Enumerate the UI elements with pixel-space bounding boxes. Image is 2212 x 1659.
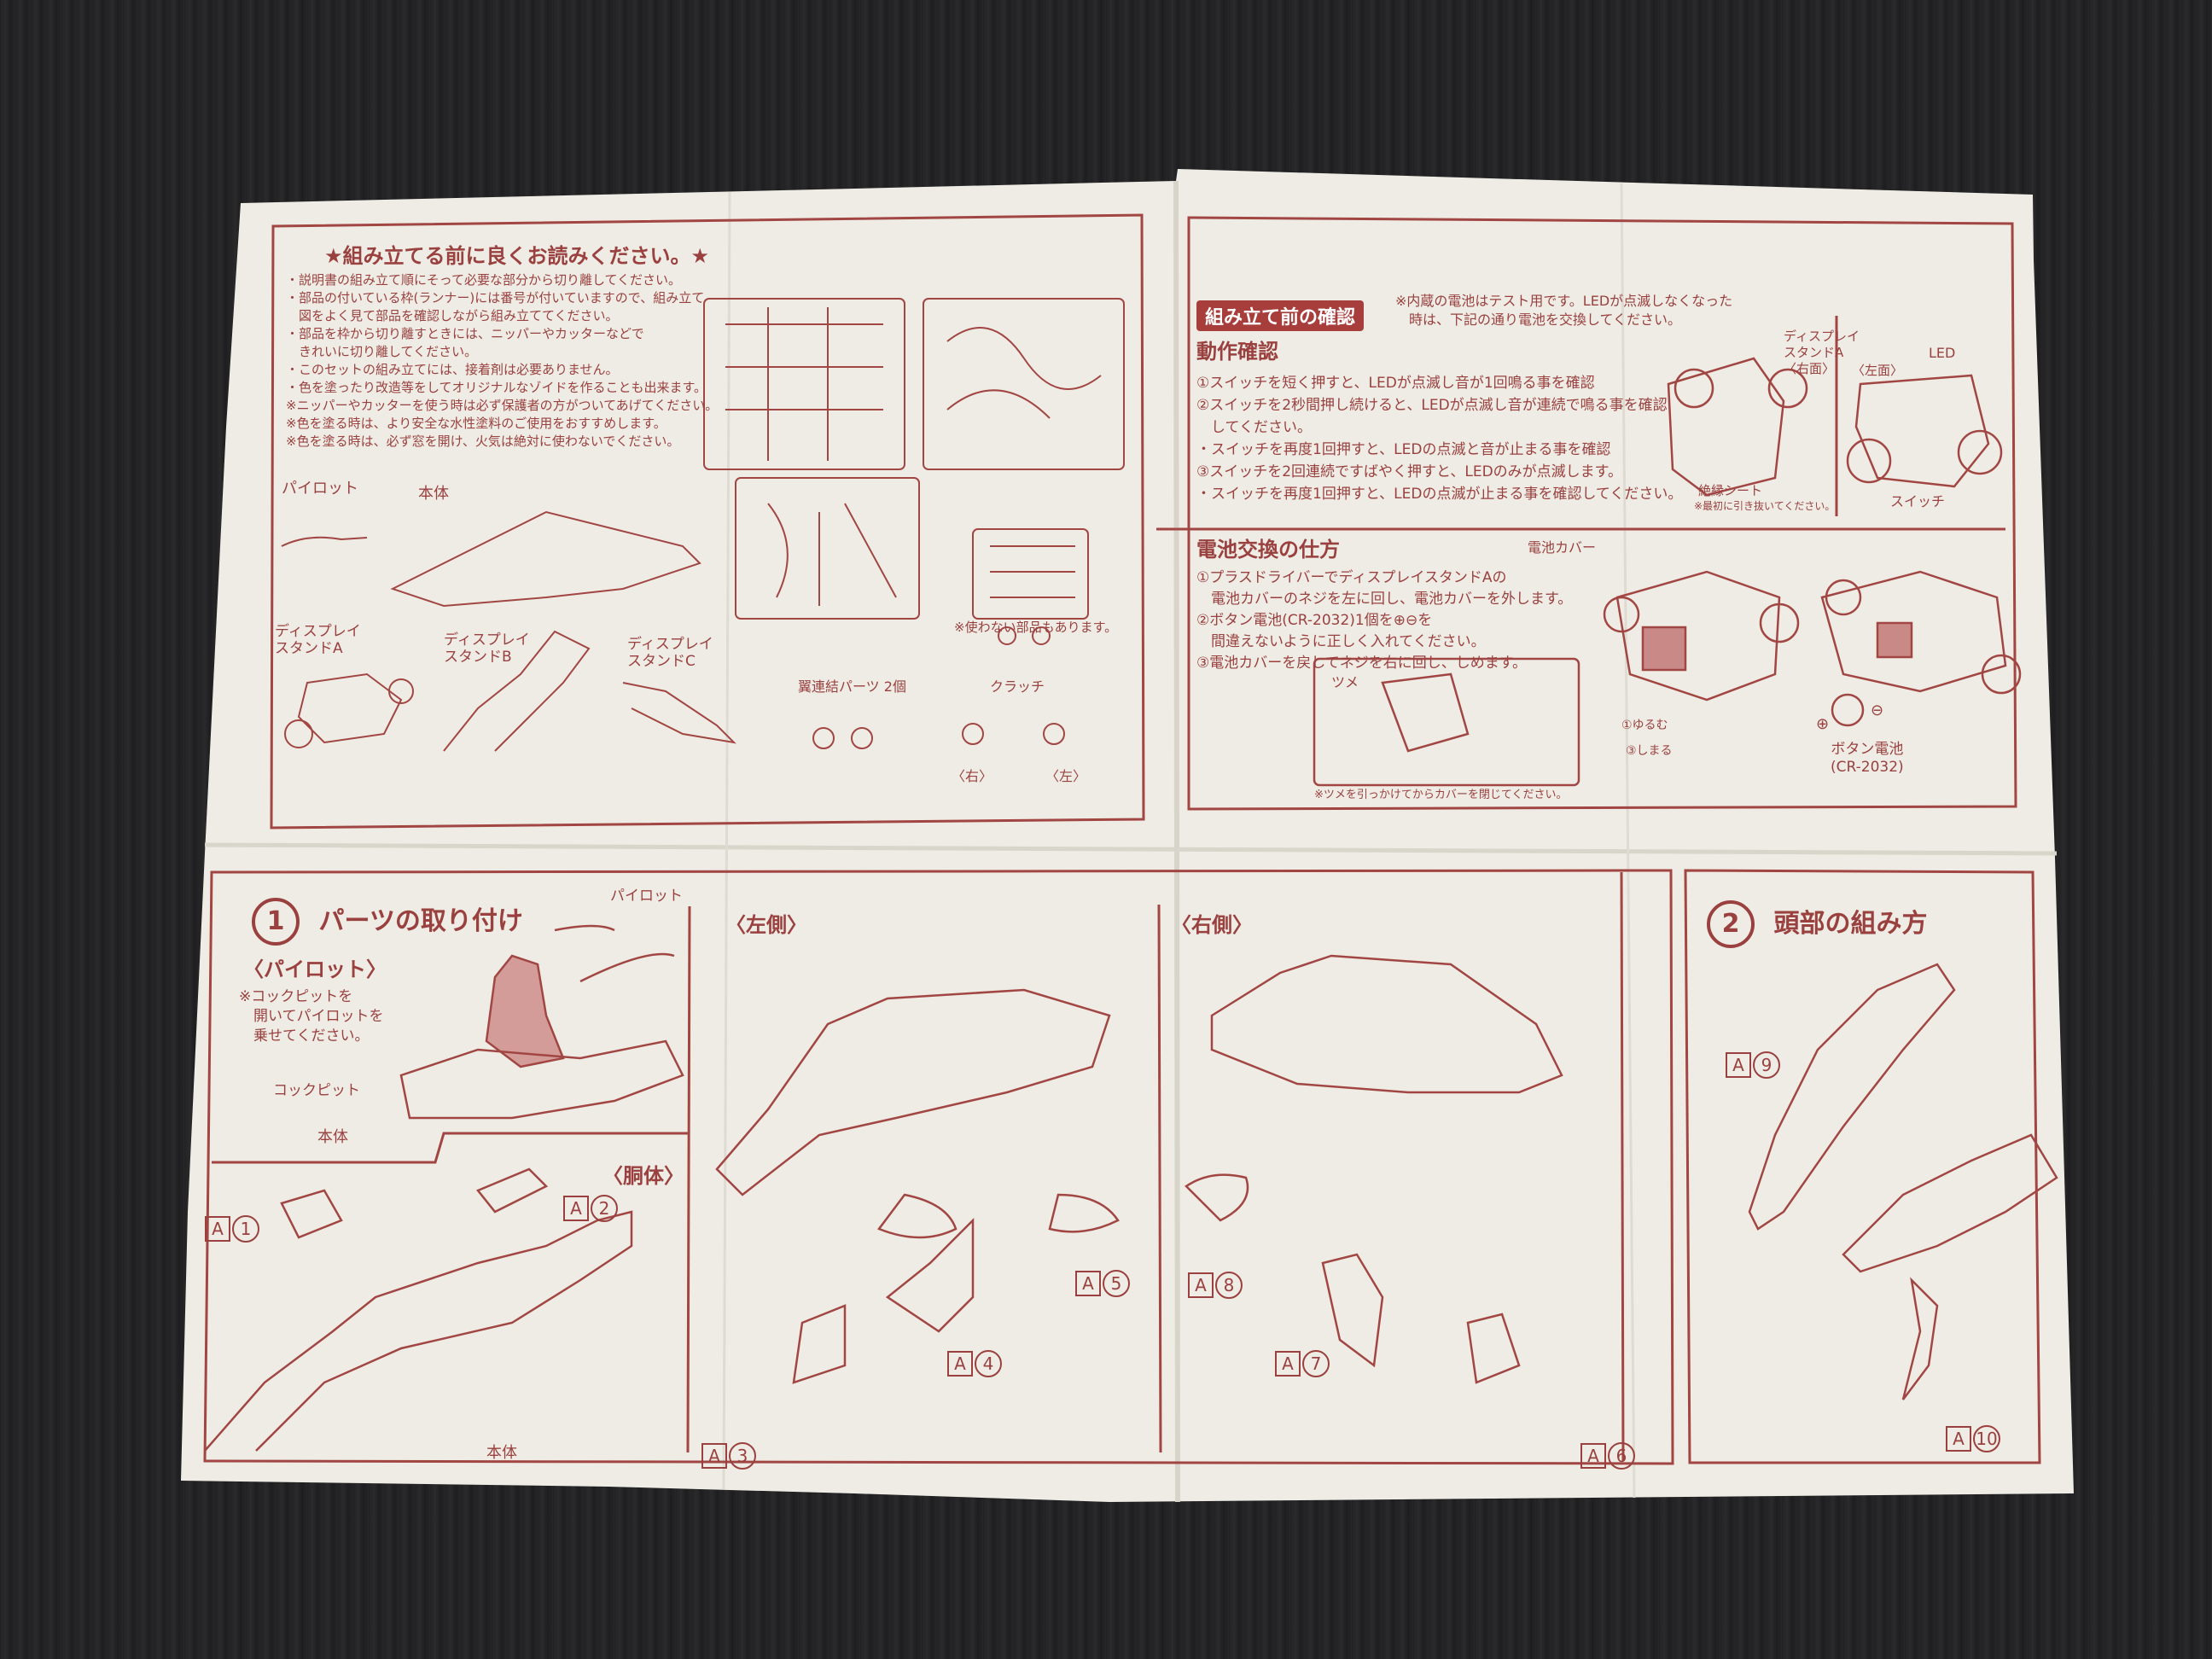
step2-title: 頭部の組み方 xyxy=(1773,909,1928,939)
operation-steps: ①スイッチを短く押すと、LEDが点滅し音が1回鳴る事を確認 ②スイッチを2秒間押… xyxy=(1196,372,1682,505)
step2-heading: 2 頭部の組み方 xyxy=(1707,900,1927,948)
op-step: ③スイッチを2回連続ですばやく押すと、LEDのみが点滅します。 xyxy=(1196,463,1622,480)
tighten-label: ③しまる xyxy=(1626,744,1673,758)
note-line: ・部品を枠から切り離すときには、ニッパーやカッターなどで xyxy=(286,326,644,341)
note-line: ※色を塗る時は、必ず窓を開け、火気は絶対に使わないでください。 xyxy=(286,434,680,449)
body-figure xyxy=(390,510,701,608)
note-line: ・説明書の組み立て順にそって必要な部分から切り離してください。 xyxy=(286,272,682,288)
battery-step: ①プラスドライバーでディスプレイスタンドAの xyxy=(1196,569,1507,586)
note-line: ※色を塗る時は、より安全な水性塗料のご使用をおすすめします。 xyxy=(286,416,667,431)
body-label: 本体 xyxy=(418,485,449,503)
note-line: ・色を塗ったり改造等をしてオリジナルなゾイドを作ることも出来ます。 xyxy=(286,380,707,395)
pilot-label: パイロット xyxy=(282,480,358,498)
frame-step1 xyxy=(203,869,1674,1465)
step1-pilot-label: パイロット xyxy=(610,888,683,905)
stand-a-label: ディスプレイ スタンドA xyxy=(275,623,361,658)
step1-title: パーツの取り付け xyxy=(318,906,523,936)
left-label: 〈左〉 xyxy=(1045,768,1087,784)
stand-c-label: ディスプレイ スタンドC xyxy=(627,636,713,671)
op-step: ・スイッチを再度1回押すと、LEDの点滅が止まる事を確認してください。 xyxy=(1196,486,1683,503)
unused-parts-note: ※使わない部品もあります。 xyxy=(954,620,1118,635)
step1-body-label: 本体 xyxy=(317,1128,348,1146)
battery-replacement-title: 電池交換の仕方 xyxy=(1196,538,1340,562)
left-face-label: 〈左面〉 xyxy=(1852,363,1904,378)
stand-b-label: ディスプレイ スタンドB xyxy=(444,632,530,667)
wing-parts-label: 翼連結パーツ 2個 xyxy=(798,678,906,695)
display-stand-a-right-label: ディスプレイ スタンドA 〈右面〉 xyxy=(1784,329,1860,376)
pilot-figure xyxy=(281,536,368,547)
right-side-subheading: 〈右側〉 xyxy=(1171,913,1253,937)
pilot-note: ※コックピットを 開いてパイロットを 乗せてください。 xyxy=(239,988,384,1045)
right-label: 〈右〉 xyxy=(952,768,993,784)
precaution-notes: ・説明書の組み立て順にそって必要な部分から切り離してください。 ・部品の付いてい… xyxy=(286,271,718,451)
insulation-sheet-label: 絶縁シート xyxy=(1698,483,1763,498)
operation-check-title: 動作確認 xyxy=(1196,340,1278,364)
step2-number: 2 xyxy=(1707,900,1755,948)
note-line: 図をよく見て部品を確認しながら組み立ててください。 xyxy=(286,308,619,323)
battery-step: ③電池カバーを戻してネジを右に回し、しめます。 xyxy=(1196,655,1528,672)
plus-symbol: ⊕ xyxy=(1816,715,1830,733)
step1-heading: 1 パーツの取り付け xyxy=(252,898,523,946)
switch-label: スイッチ xyxy=(1890,493,1946,509)
left-side-subheading: 〈左側〉 xyxy=(725,913,807,937)
torso-subheading: 〈胴体〉 xyxy=(602,1164,684,1188)
frame-step2 xyxy=(1684,869,2041,1464)
insulation-sheet-note: ※最初に引き抜いてください。 xyxy=(1694,500,1836,512)
read-before-heading: ★組み立てる前に良くお読みください。★ xyxy=(324,244,710,268)
op-step: してください。 xyxy=(1196,419,1312,436)
op-step: ①スイッチを短く押すと、LEDが点滅し音が1回鳴る事を確認 xyxy=(1196,375,1595,392)
note-line: きれいに切り離してください。 xyxy=(286,344,478,359)
step1-number: 1 xyxy=(252,898,300,946)
pilot-subheading: 〈パイロット〉 xyxy=(243,958,387,981)
pre-assembly-check-badge: 組み立て前の確認 xyxy=(1196,300,1365,331)
clutch-label: クラッチ xyxy=(990,678,1045,695)
tsume-label: ツメ xyxy=(1331,674,1359,690)
loosen-label: ①ゆるむ xyxy=(1621,719,1668,732)
button-battery-label: ボタン電池 (CR-2032) xyxy=(1831,741,1904,776)
battery-step: 間違えないように正しく入れてください。 xyxy=(1196,633,1486,650)
note-line: ※ニッパーやカッターを使う時は必ず保護者の方がついてあげてください。 xyxy=(286,398,719,413)
minus-symbol: ⊖ xyxy=(1871,701,1884,719)
test-battery-note: ※内蔵の電池はテスト用です。LEDが点滅しなくなった 時は、下記の通り電池を交換… xyxy=(1395,293,1733,328)
tsume-note: ※ツメを引っかけてからカバーを閉じてください。 xyxy=(1314,789,1568,801)
battery-steps: ①プラスドライバーでディスプレイスタンドAの 電池カバーのネジを左に回し、電池カ… xyxy=(1196,568,1572,674)
frame-top-left xyxy=(270,213,1145,830)
battery-cover-label: 電池カバー xyxy=(1528,539,1597,556)
led-label: LED xyxy=(1929,345,1956,361)
note-line: ・このセットの組み立てには、接着剤は必要ありません。 xyxy=(286,362,619,377)
op-step: ・スイッチを再度1回押すと、LEDの点滅と音が止まる事を確認 xyxy=(1196,441,1611,458)
cockpit-label: コックピット xyxy=(273,1082,360,1099)
note-line: ・部品の付いている枠(ランナー)には番号が付いていますので、組み立て xyxy=(286,290,705,306)
battery-step: ②ボタン電池(CR-2032)1個を⊕⊖を xyxy=(1196,612,1433,629)
battery-step: 電池カバーのネジを左に回し、電池カバーを外します。 xyxy=(1196,591,1573,608)
step1-body2-label: 本体 xyxy=(486,1444,517,1462)
frame-top-right xyxy=(1187,216,2017,811)
op-step: ②スイッチを2秒間押し続けると、LEDが点滅し音が連続で鳴る事を確認 xyxy=(1196,397,1668,414)
paper xyxy=(181,169,2074,1502)
